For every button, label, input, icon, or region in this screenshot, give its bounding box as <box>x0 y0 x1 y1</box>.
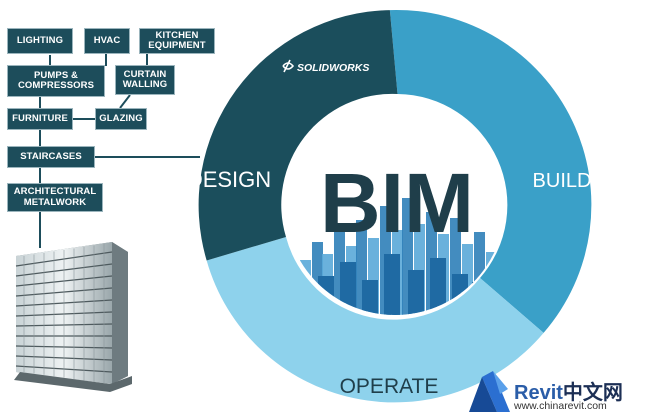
watermark-suffix: 中文网 <box>562 382 623 404</box>
revit-logo-icon <box>469 371 510 412</box>
solidworks-wordmark: SOLIDWORKS <box>297 62 369 74</box>
glazing-box: GLAZING <box>95 108 147 130</box>
phase-label-design: DESIGN <box>187 167 271 192</box>
building-floor-lines <box>15 244 113 384</box>
city-skyline-illustration <box>300 198 497 315</box>
staircases-box: STAIRCASES <box>7 146 95 168</box>
furniture-box: FURNITURE <box>7 108 73 130</box>
phase-label-operate: OPERATE <box>340 375 439 398</box>
operate-segment <box>206 237 544 403</box>
hvac-box: HVAC <box>84 28 130 54</box>
solidworks-logo: SOLIDWORKS <box>282 59 369 74</box>
lighting-box: LIGHTING <box>7 28 73 54</box>
building-illustration <box>14 242 132 392</box>
pumps-compressors-box: PUMPS & COMPRESSORS <box>7 65 105 97</box>
watermark-title: Revit中文网 <box>514 376 623 405</box>
watermark-name: Revit <box>514 382 563 404</box>
curtain-walling-box: CURTAIN WALLING <box>115 65 175 95</box>
connector-lines <box>39 54 200 248</box>
build-segment <box>389 9 592 333</box>
phase-label-build: BUILD <box>533 170 592 192</box>
bim-label: BIM <box>320 156 474 250</box>
ds-logo-icon <box>282 59 295 73</box>
watermark-url: www.chinarevit.com <box>514 400 607 412</box>
kitchen-equipment-box: KITCHEN EQUIPMENT <box>139 28 215 54</box>
architectural-metalwork-box: ARCHITECTURAL METALWORK <box>7 183 103 212</box>
design-segment <box>198 10 398 261</box>
